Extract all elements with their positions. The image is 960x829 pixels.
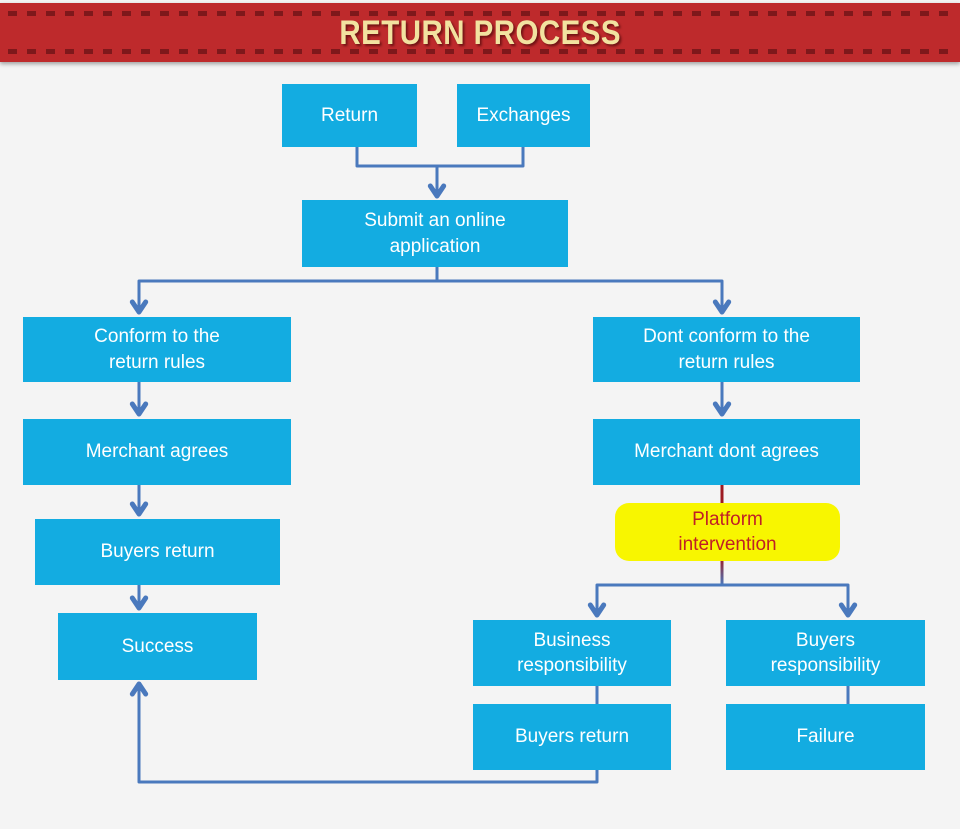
node-buyers-return-right: Buyers return xyxy=(473,704,671,770)
node-success-label: Success xyxy=(121,635,194,657)
node-business-responsibility-label: Business responsibility xyxy=(517,629,627,676)
node-buyers-responsibility-label: Buyers responsibility xyxy=(770,629,881,676)
node-platform-intervention: Platform intervention xyxy=(615,503,840,561)
node-buyers-return-left-label: Buyers return xyxy=(100,541,215,563)
node-failure-label: Failure xyxy=(796,726,855,748)
node-dont-conform-rules: Dont conform to the return rules xyxy=(593,317,860,382)
node-success: Success xyxy=(58,613,257,680)
node-platform-intervention-label: Platform intervention xyxy=(678,508,777,555)
node-dont-conform-rules-label: Dont conform to the return rules xyxy=(643,326,810,373)
node-failure: Failure xyxy=(726,704,925,770)
node-merchant-dont-agrees: Merchant dont agrees xyxy=(593,419,860,485)
node-submit-application: Submit an online application xyxy=(302,200,568,267)
node-return: Return xyxy=(282,84,417,147)
node-return-label: Return xyxy=(320,104,379,126)
title-banner: RETURN PROCESS xyxy=(0,3,960,62)
page-title: RETURN PROCESS xyxy=(339,12,621,52)
node-merchant-agrees: Merchant agrees xyxy=(23,419,291,485)
node-submit-application-label: Submit an online application xyxy=(364,210,506,257)
node-exchanges-label: Exchanges xyxy=(476,104,571,126)
node-merchant-dont-agrees-label: Merchant dont agrees xyxy=(634,441,819,463)
node-merchant-agrees-label: Merchant agrees xyxy=(85,441,229,463)
node-buyers-return-right-label: Buyers return xyxy=(514,726,630,748)
node-conform-rules: Conform to the return rules xyxy=(23,317,291,382)
node-buyers-responsibility: Buyers responsibility xyxy=(726,620,925,686)
node-business-responsibility: Business responsibility xyxy=(473,620,671,686)
stitch-dash-top xyxy=(8,11,952,16)
node-buyers-return-left: Buyers return xyxy=(35,519,280,585)
node-conform-rules-label: Conform to the return rules xyxy=(94,326,220,373)
stitch-dash-bottom xyxy=(8,49,952,54)
node-exchanges: Exchanges xyxy=(457,84,590,147)
